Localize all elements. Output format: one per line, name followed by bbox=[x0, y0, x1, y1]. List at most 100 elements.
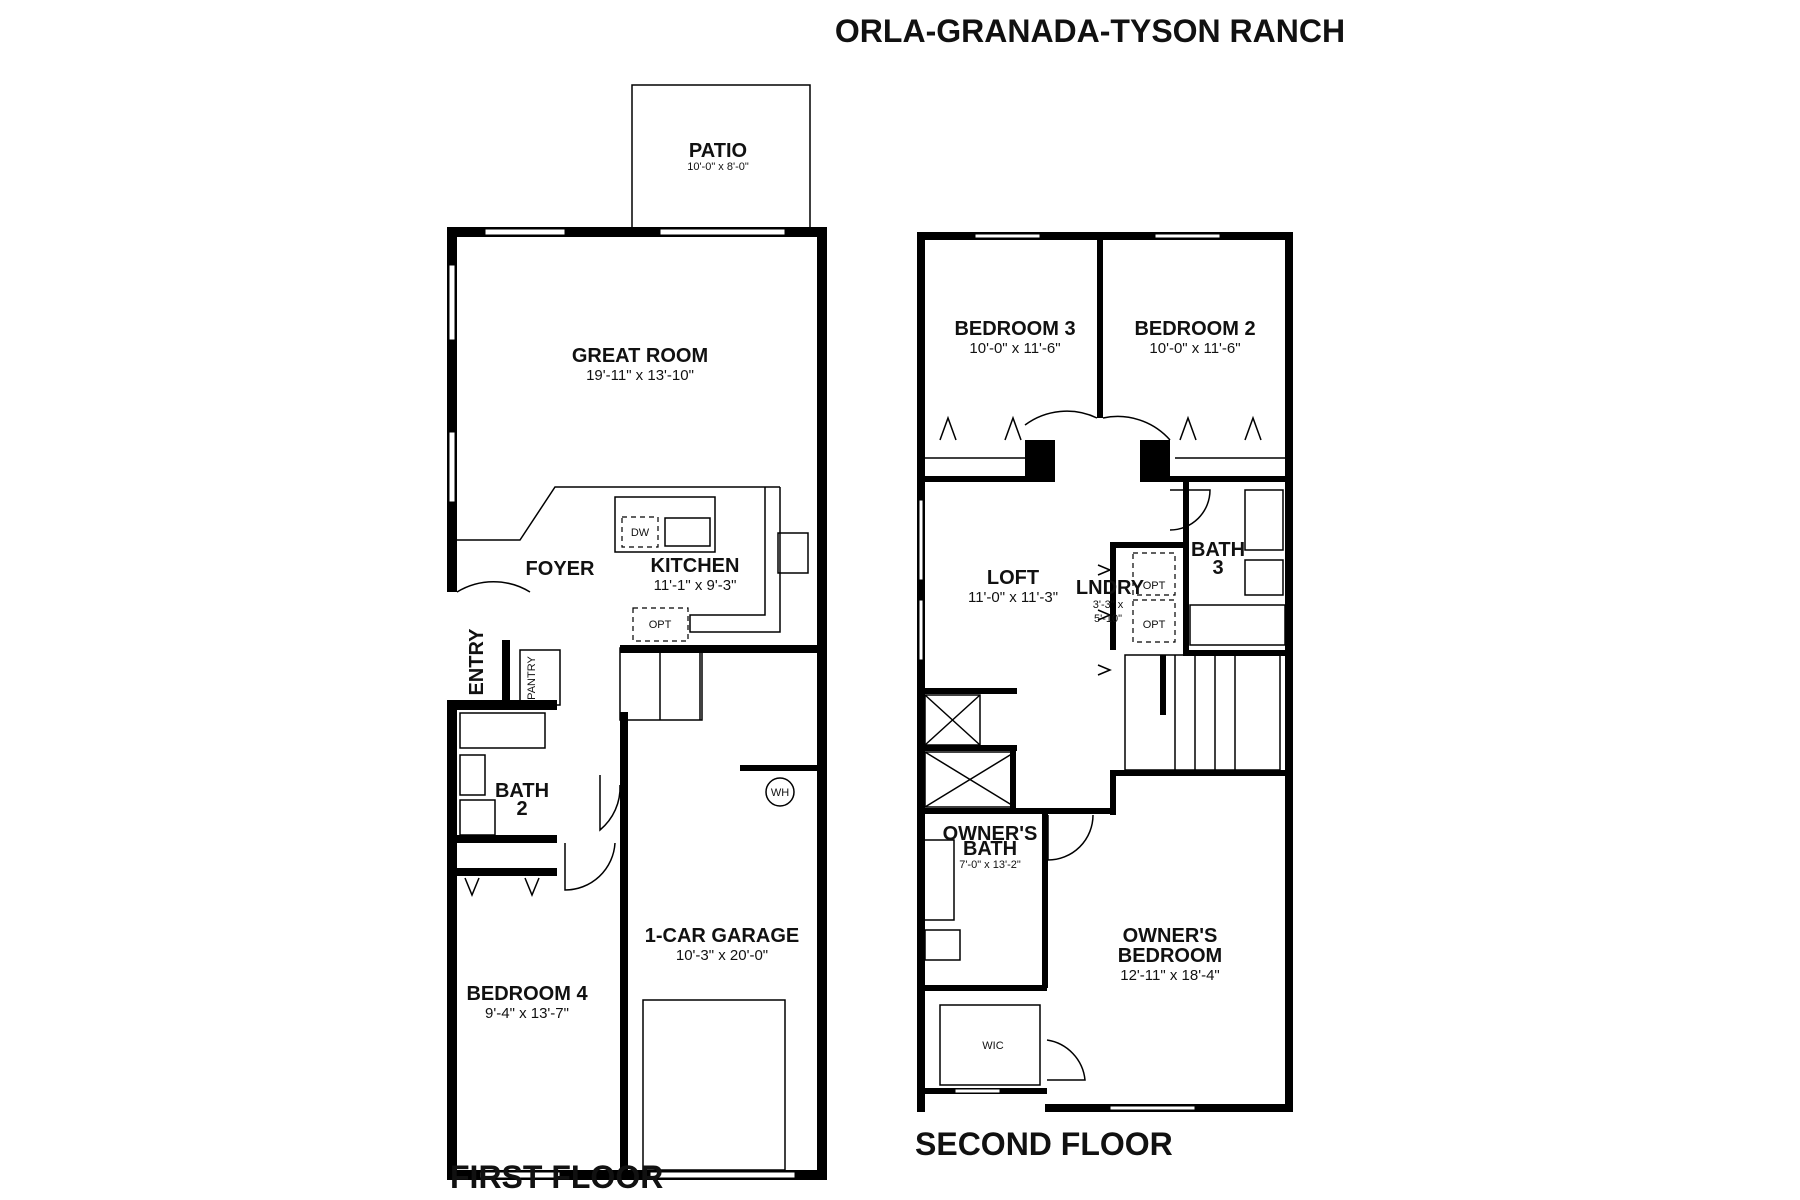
range bbox=[777, 532, 809, 574]
loft-dimensions: 11'-0" x 11'-3" bbox=[968, 589, 1058, 606]
second-floor-plan bbox=[917, 232, 1293, 1112]
window bbox=[918, 599, 924, 661]
bath2-number: 2 bbox=[516, 798, 527, 820]
pantry-label: PANTRY bbox=[526, 656, 538, 700]
stair-wall bbox=[1160, 655, 1166, 715]
bedroom3-corner bbox=[1025, 440, 1055, 482]
plan-title: ORLA-GRANADA-TYSON RANCH bbox=[835, 13, 1345, 49]
laundry-doors bbox=[1097, 564, 1112, 676]
bedroom3-dimensions: 10'-0" x 11'-6" bbox=[969, 340, 1060, 357]
window bbox=[974, 233, 1041, 239]
window bbox=[649, 1171, 796, 1179]
toilet bbox=[459, 754, 486, 796]
bath2-bottom-wall bbox=[447, 835, 557, 843]
garage-wall-left bbox=[620, 712, 628, 1170]
dishwasher-label: DW bbox=[631, 527, 650, 539]
second-floor-wall-right bbox=[1285, 232, 1293, 1112]
garage-partition bbox=[740, 765, 820, 771]
owners-bath-wall-top bbox=[917, 688, 1017, 694]
bedroom3-wall-bottom bbox=[917, 476, 1027, 482]
wic-door-swing bbox=[1046, 1039, 1086, 1081]
window bbox=[479, 1171, 561, 1179]
owners-bedroom-label: OWNER'S bbox=[1123, 925, 1218, 947]
first-floor-wall-left bbox=[447, 227, 457, 583]
owners-bath-label-2: BATH bbox=[963, 838, 1017, 860]
sink bbox=[664, 517, 711, 547]
entry-label: ENTRY bbox=[466, 628, 488, 696]
bath3-vanity bbox=[1244, 489, 1284, 551]
bedroom2-corner bbox=[1140, 440, 1170, 482]
window bbox=[659, 228, 786, 236]
first-floor-wall-bottom bbox=[447, 1170, 827, 1180]
bedroom2-label: BEDROOM 2 bbox=[1134, 318, 1255, 340]
wic-outline bbox=[939, 1004, 1041, 1086]
first-floor-wall-top bbox=[447, 227, 825, 237]
vanity bbox=[459, 799, 496, 836]
bath3-label: BATH bbox=[1191, 539, 1245, 561]
washer bbox=[1132, 552, 1176, 596]
owners-bedroom-wall-top2 bbox=[1048, 808, 1116, 814]
foyer-label: FOYER bbox=[526, 558, 595, 580]
owners-bedroom-label-2: BEDROOM bbox=[1118, 945, 1222, 967]
owners-bath-vanity bbox=[921, 839, 955, 921]
optional-label: OPT bbox=[649, 619, 672, 631]
owners-bath-mid-wall bbox=[917, 808, 1047, 814]
closet-doors bbox=[464, 877, 540, 897]
bedroom2-dimensions: 10'-0" x 11'-6" bbox=[1149, 340, 1240, 357]
bedroom4-wall-top bbox=[447, 868, 557, 876]
dryer-optional-label: OPT bbox=[1143, 619, 1166, 631]
wic-label: WIC bbox=[982, 1040, 1003, 1052]
garage-label: 1-CAR GARAGE bbox=[645, 925, 799, 947]
stairs bbox=[619, 647, 703, 721]
water-heater-label: WH bbox=[771, 787, 789, 799]
bath3-toilet bbox=[1244, 559, 1284, 596]
owners-bath-dimensions: 7'-0" x 13'-2" bbox=[959, 859, 1021, 871]
bathtub bbox=[459, 712, 546, 749]
dryer bbox=[1132, 599, 1176, 643]
washer-optional-label: OPT bbox=[1143, 580, 1166, 592]
window bbox=[448, 431, 456, 503]
second-floor-label: SECOND FLOOR bbox=[915, 1126, 1173, 1162]
patio-dimensions: 10'-0" x 8'-0" bbox=[687, 161, 749, 173]
great-room-dimensions: 19'-11" x 13'-10" bbox=[586, 367, 694, 384]
kitchen-label: KITCHEN bbox=[651, 555, 740, 577]
stair-lines bbox=[1174, 655, 1236, 770]
laundry-dimensions-2: 5'-10" bbox=[1094, 613, 1122, 625]
kitchen-island bbox=[614, 496, 716, 553]
bath3-wall-left bbox=[1183, 482, 1189, 652]
shower-x bbox=[924, 751, 1016, 808]
window bbox=[918, 499, 924, 581]
owners-bath-toilet bbox=[924, 929, 961, 961]
bedroom3-door-swing bbox=[1024, 410, 1098, 426]
bedroom-divider bbox=[1097, 232, 1103, 418]
entry-wall bbox=[447, 583, 457, 592]
garage-door bbox=[642, 999, 786, 1171]
bedroom4-label: BEDROOM 4 bbox=[466, 983, 588, 1005]
window bbox=[1154, 233, 1221, 239]
bedroom4-dimensions: 9'-4" x 13'-7" bbox=[485, 1005, 569, 1022]
stair-bottom-wall bbox=[1115, 770, 1293, 776]
owners-bath-wall-side bbox=[1042, 808, 1048, 988]
bedroom3-label: BEDROOM 3 bbox=[954, 318, 1075, 340]
owners-bedroom-wall-top bbox=[1110, 770, 1116, 815]
owners-bath-label: OWNER'S bbox=[943, 823, 1038, 845]
bath3-wall-bottom bbox=[1183, 650, 1293, 656]
bath2-door-swing bbox=[599, 775, 621, 832]
owners-bath-door-swing bbox=[1047, 814, 1094, 861]
linen-x bbox=[924, 694, 981, 746]
bath3-number: 3 bbox=[1212, 557, 1223, 579]
dishwasher bbox=[621, 516, 659, 548]
garage-dimensions: 10'-3" x 20'-0" bbox=[676, 947, 768, 964]
bedroom2-door-swing bbox=[1102, 415, 1171, 441]
window bbox=[448, 264, 456, 341]
kitchen-counter bbox=[689, 487, 781, 633]
kitchen-dimensions: 11'-1" x 9'-3" bbox=[654, 577, 737, 594]
garage-wall-top bbox=[620, 645, 820, 653]
entry-side-wall bbox=[502, 640, 510, 700]
bath3-tub bbox=[1189, 604, 1286, 646]
stairs bbox=[1124, 654, 1281, 771]
foyer-angled-wall bbox=[457, 486, 780, 541]
laundry-dimensions: 3'-3" x bbox=[1093, 599, 1124, 611]
first-floor-label: FIRST FLOOR bbox=[450, 1159, 663, 1195]
